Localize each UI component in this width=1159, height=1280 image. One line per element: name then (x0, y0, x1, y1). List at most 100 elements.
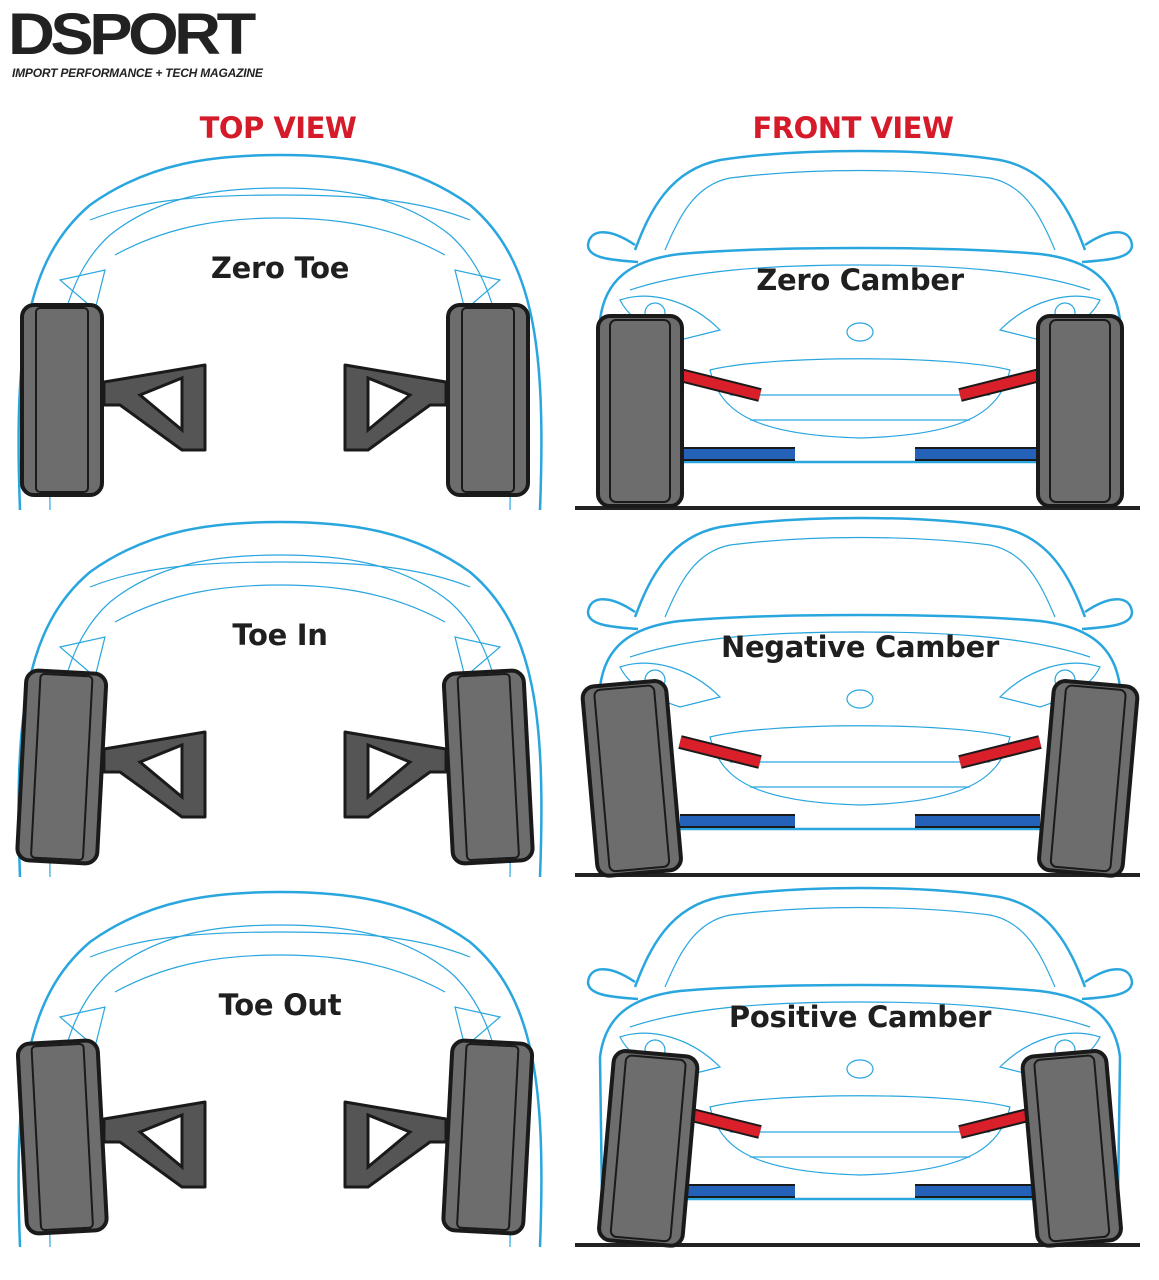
left-arm-cutout (137, 1112, 184, 1171)
right-tire (446, 303, 530, 497)
windshield-line (114, 954, 446, 993)
top-view-zero-toe: Zero Toe (0, 150, 560, 515)
top-view-drawing (15, 520, 543, 878)
front-view-drawing (575, 886, 1140, 1248)
emblem (846, 689, 874, 709)
right-arm-cutout (366, 375, 413, 434)
bumper-line (89, 194, 471, 221)
right-mirror (1081, 598, 1134, 631)
left-mirror (586, 231, 639, 264)
car-body-outline (17, 520, 543, 878)
top-view-heading: TOP VIEW (199, 111, 357, 145)
front-view-negative-camber: Negative Camber (570, 516, 1150, 882)
front-view-heading: FRONT VIEW (752, 111, 954, 145)
left-wheel (15, 1038, 109, 1236)
left-tire (580, 679, 683, 878)
windshield-outline (664, 169, 1056, 251)
hood-line (49, 924, 511, 1248)
emblem (846, 1059, 874, 1079)
right-tread (456, 672, 520, 862)
right-wheel (441, 1038, 535, 1236)
left-tread (30, 1042, 94, 1232)
grille-bars (730, 761, 990, 788)
body-outline (598, 613, 1122, 831)
right-wheel (1037, 679, 1140, 878)
emblem (846, 322, 874, 342)
left-tire (15, 1038, 109, 1236)
right-arm-cutout (366, 1112, 413, 1171)
logo-wordmark: DSPORT (8, 2, 256, 67)
right-tire (441, 1038, 535, 1236)
hood-crease (629, 264, 1091, 291)
left-arm-cutout (137, 742, 184, 801)
left-mirror (586, 598, 639, 631)
right-light-outline (454, 1006, 502, 1049)
left-tread (609, 319, 671, 503)
dsport-logo: DSPORT IMPORT PERFORMANCE + TECH MAGAZIN… (8, 6, 328, 86)
right-tire (1036, 314, 1124, 508)
top-view-label: Zero Toe (210, 251, 350, 285)
windshield-line (114, 217, 446, 256)
right-tread (1049, 319, 1111, 503)
left-arm-cutout (137, 375, 184, 434)
left-light-outline (58, 1006, 106, 1049)
left-light-outline (58, 636, 106, 679)
left-wheel (596, 314, 684, 508)
windshield-outline (664, 536, 1056, 618)
left-tread (30, 672, 94, 862)
right-tread (1033, 1054, 1111, 1243)
left-tread (35, 307, 89, 493)
top-view-toe-out: Toe Out (0, 887, 560, 1252)
right-wheel (1020, 1049, 1123, 1248)
hood-line (49, 187, 511, 511)
right-mirror (1081, 231, 1134, 264)
top-view-drawing (15, 890, 543, 1248)
logo-tagline: IMPORT PERFORMANCE + TECH MAGAZINE (12, 66, 263, 80)
left-tire (15, 668, 109, 866)
front-view-zero-camber: Zero Camber (570, 149, 1150, 515)
right-wheel (441, 668, 535, 866)
left-upper-arm (678, 737, 762, 767)
right-upper-arm (958, 370, 1042, 400)
grille-bars (730, 1131, 990, 1158)
windshield-outline (664, 906, 1056, 988)
left-wheel (20, 303, 104, 497)
hood-crease (629, 1001, 1091, 1028)
grille-outline (709, 1095, 1011, 1176)
top-view-toe-in: Toe In (0, 517, 560, 882)
right-tire (441, 668, 535, 866)
bumper-line (89, 931, 471, 958)
roof-outline (633, 886, 1087, 988)
grille-outline (709, 358, 1011, 439)
hood-crease (629, 631, 1091, 658)
front-view-label: Negative Camber (720, 630, 1000, 664)
roof-outline (633, 516, 1087, 618)
grille-bars (730, 394, 990, 421)
left-tire (20, 303, 104, 497)
right-upper-arm (958, 737, 1042, 767)
right-tread (1049, 684, 1127, 873)
left-upper-arm (678, 370, 762, 400)
left-mirror (586, 968, 639, 1001)
right-light-outline (454, 269, 502, 312)
right-tread (456, 1042, 520, 1232)
right-tire (1020, 1049, 1123, 1248)
right-tread (461, 307, 515, 493)
right-wheel (1036, 314, 1124, 508)
right-mirror (1081, 968, 1134, 1001)
left-tread (593, 684, 671, 873)
left-wheel (15, 668, 109, 866)
left-tire (596, 314, 684, 508)
right-tire (1037, 679, 1140, 878)
windshield-line (114, 584, 446, 623)
top-view-label: Toe Out (218, 988, 342, 1022)
left-tire (597, 1049, 700, 1248)
body-outline (598, 246, 1122, 464)
left-wheel (597, 1049, 700, 1248)
bumper-line (89, 561, 471, 588)
right-wheel (446, 303, 530, 497)
grille-outline (709, 725, 1011, 806)
body-outline (598, 983, 1122, 1201)
right-light-outline (454, 636, 502, 679)
front-view-label: Positive Camber (728, 1000, 992, 1034)
